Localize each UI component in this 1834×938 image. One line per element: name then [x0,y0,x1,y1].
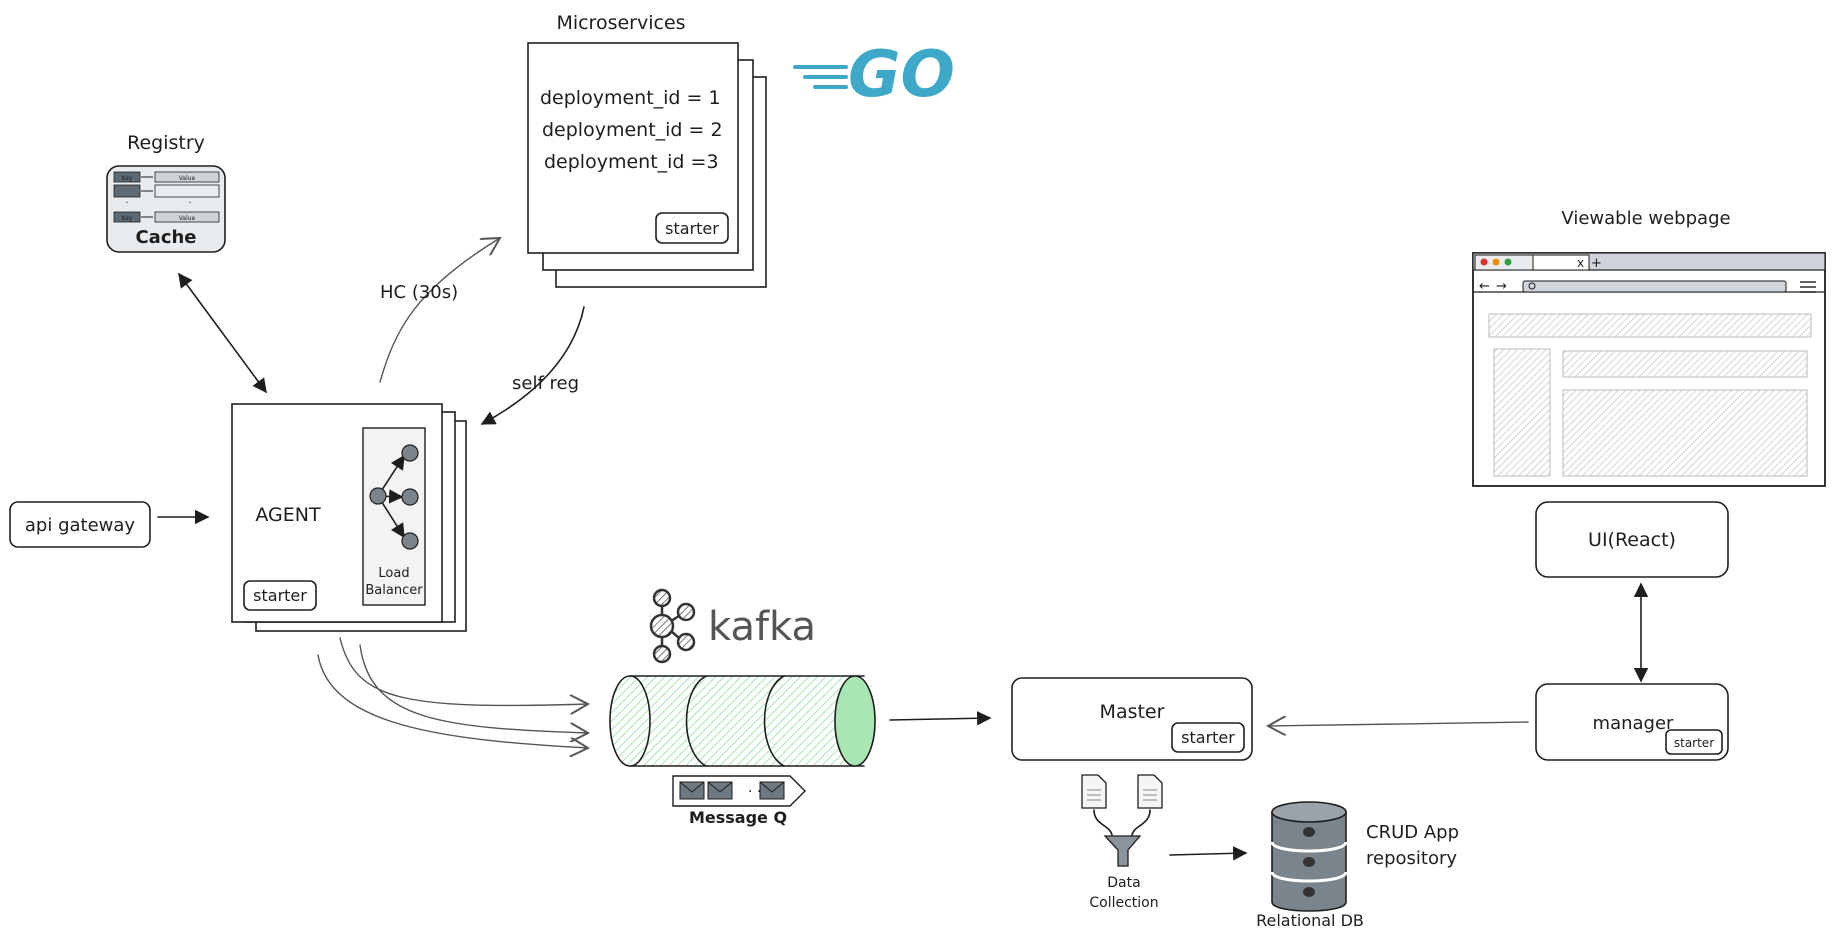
svg-text:·: · [188,198,191,209]
kafka-queue-cap [834,675,876,767]
cache-row3-key: Key [122,215,133,222]
registry-title: Registry [127,132,205,154]
crud-repo-line1: CRUD App [1366,822,1459,843]
load-balancer-label-1: Load [378,566,409,581]
master-starter-badge [1171,722,1245,753]
load-balancer-label-2: Balancer [365,583,423,598]
envelope-icon [707,781,733,800]
manager-label: manager [1593,713,1675,734]
agent-title: AGENT [255,504,321,526]
agent-starter-label: starter [253,586,307,605]
page-header-placeholder [1488,313,1812,338]
hc-label: HC (30s) [380,282,458,303]
master-group: Master starter [1011,677,1253,761]
maximize-dot-icon [1504,258,1512,266]
microservices-starter-badge [655,212,729,244]
relational-db-label: Relational DB [1256,911,1364,930]
envelope-icon [679,781,705,800]
registry-agent-arrow [178,272,267,394]
webpage-title: Viewable webpage [1561,208,1730,229]
document-icon [1081,774,1107,809]
data-db-arrow [1169,846,1248,861]
database-icon [1270,801,1348,912]
page-content-placeholder [1562,389,1808,477]
manager-starter-badge [1665,729,1723,755]
minimize-dot-icon [1492,258,1500,266]
document-icon [1137,774,1163,809]
ui-react-label: UI(React) [1588,529,1676,551]
hc-arrow [379,238,500,383]
microservices-starter-label: starter [665,219,719,238]
self-reg-arrow [480,306,585,425]
manager-master-arrow [1268,722,1529,726]
ui-react-box [1535,501,1729,578]
manager-starter-label: starter [1674,736,1714,750]
tab-new-icon: + [1591,256,1602,271]
page-sidebar-placeholder [1493,348,1551,477]
crud-repo-line2: repository [1366,848,1457,869]
deployment-line-1: deployment_id = 1 [540,87,721,109]
agent-kafka-arrow-2 [359,644,588,733]
go-logo: GO [793,38,955,112]
svg-text:·: · [125,198,128,209]
menu-icon [1800,281,1816,293]
message-q-label: Message Q [689,808,787,827]
tab-close-icon: x [1577,256,1584,270]
cache-label: Cache [135,227,196,248]
deployment-line-3: deployment_id =3 [544,151,719,173]
kafka-label: kafka [708,604,816,650]
go-logo-text: GO [848,38,955,112]
browser-tab [1532,254,1590,271]
api-gateway-label: api gateway [25,515,136,536]
kafka-master-arrow [889,711,992,726]
cache-row1-value: Value [179,175,196,182]
agent-kafka-arrow-1 [339,637,588,706]
page-banner-placeholder [1562,350,1808,378]
self-reg-label: self reg [512,373,579,394]
api-gateway-box [9,501,151,548]
close-dot-icon [1480,258,1488,266]
data-collection-line2: Collection [1089,895,1158,911]
data-collection-line1: Data [1107,875,1140,891]
manager-group: manager starter [1535,683,1729,761]
back-arrow-icon: ← [1479,279,1490,294]
envelope-icon [759,781,785,800]
microservices-title: Microservices [556,12,685,34]
data-collection-group: Data Collection [1081,774,1163,911]
master-title: Master [1100,701,1165,723]
forward-arrow-icon: → [1496,279,1507,294]
agent-kafka-arrow-3 [317,654,588,748]
master-starter-label: starter [1181,728,1235,747]
deployment-line-2: deployment_id = 2 [542,119,723,141]
agent-group: AGENT starter Load Balancer [231,403,467,632]
microservices-group: Microservices deployment_id = 1 deployme… [527,12,767,288]
agent-starter-badge [243,580,317,611]
search-icon [1528,282,1536,290]
registry-group: Registry Key Value · · Key Value Cache [106,132,226,253]
address-bar [1522,280,1787,293]
kafka-group: kafka · · · Message Q [609,588,876,827]
funnel-icon [1103,835,1142,867]
webpage-group: Viewable webpage x + ← → [1472,208,1826,487]
cache-row1-key: Key [122,175,133,182]
kafka-logo-icon [649,588,696,664]
cache-row3-value: Value [179,215,196,222]
